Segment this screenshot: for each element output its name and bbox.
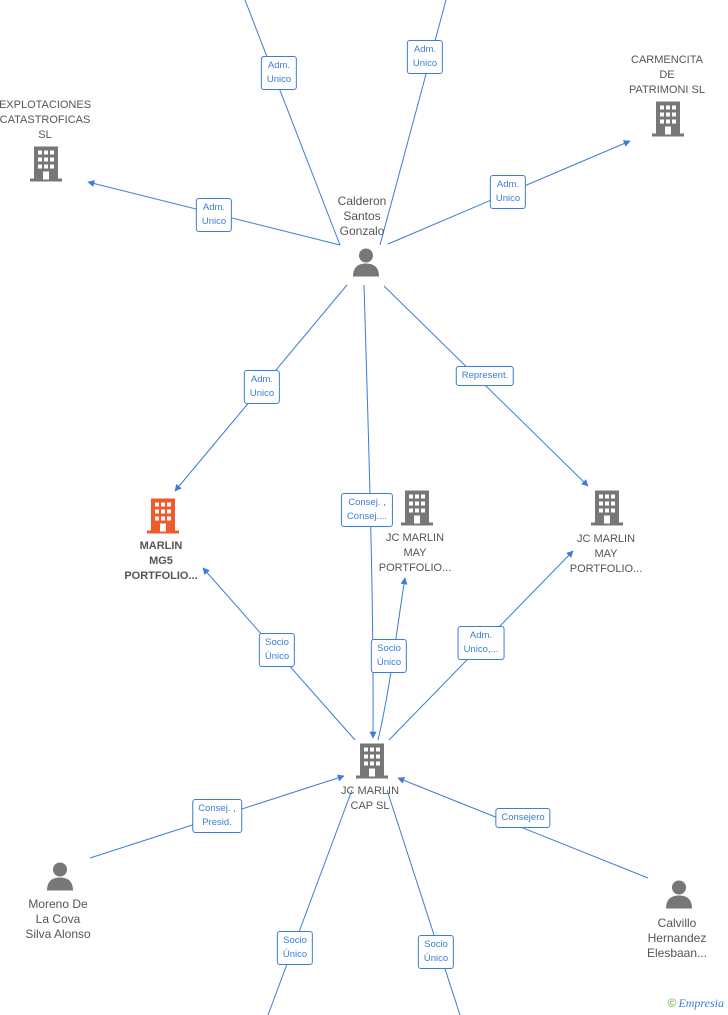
role-label[interactable]: Adm.Unico: [243, 370, 281, 404]
edge-jc-cap-bottom-right: [386, 789, 461, 1015]
building-icon[interactable]: [30, 146, 62, 187]
node-label-jc-may-2[interactable]: JC MARLIN MAY PORTFOLIO...: [569, 533, 643, 575]
role-label[interactable]: Adm.Unico: [260, 56, 298, 90]
building-icon[interactable]: [652, 101, 684, 142]
building-icon[interactable]: [147, 498, 179, 539]
person-icon[interactable]: [664, 879, 694, 914]
edge-top-right: [379, 0, 447, 246]
brand-logo: ©Empresia: [668, 996, 724, 1011]
person-icon[interactable]: [45, 861, 75, 896]
brand-name: Empresia: [678, 996, 724, 1010]
node-label-moreno[interactable]: Moreno De La Cova Silva Alonso: [25, 897, 91, 941]
role-label[interactable]: Adm.Unico,...: [457, 626, 505, 660]
node-label-explotaciones[interactable]: EXPLOTACIONES CATASTROFICAS SL: [0, 99, 92, 141]
edge-calvillo-jc-cap: [397, 777, 649, 879]
node-label-marlin-mg5[interactable]: MARLIN MG5 PORTFOLIO...: [124, 540, 198, 582]
role-label[interactable]: Consej. ,Consej....: [340, 493, 394, 527]
role-label[interactable]: Adm.Unico: [195, 198, 233, 232]
node-label-calvillo[interactable]: Calvillo Hernandez Elesbaan...: [646, 916, 708, 960]
node-label-jc-may-1[interactable]: JC MARLIN MAY PORTFOLIO...: [378, 532, 452, 574]
edge-calderon-jc-may-2: [383, 285, 589, 487]
building-icon[interactable]: [401, 490, 433, 531]
role-label[interactable]: Adm.Unico: [406, 40, 444, 74]
building-icon[interactable]: [356, 743, 388, 784]
edge-top-left: [244, 0, 341, 246]
role-label[interactable]: Adm.Unico: [489, 175, 527, 209]
role-label[interactable]: Consej. ,Presid.: [192, 799, 242, 833]
node-label-carmencita[interactable]: CARMENCITA DE PATRIMONI SL: [629, 54, 705, 96]
edge-jc-cap-bottom-left: [267, 789, 353, 1015]
node-label-jc-cap[interactable]: JC MARLIN CAP SL: [340, 785, 400, 812]
node-label-calderon[interactable]: Calderon Santos Gonzalo: [337, 194, 387, 238]
person-icon[interactable]: [351, 247, 381, 282]
building-icon[interactable]: [591, 490, 623, 531]
role-label[interactable]: Represent.: [455, 366, 515, 386]
copyright-icon: ©: [667, 996, 677, 1010]
role-label[interactable]: Consejero: [495, 808, 551, 828]
